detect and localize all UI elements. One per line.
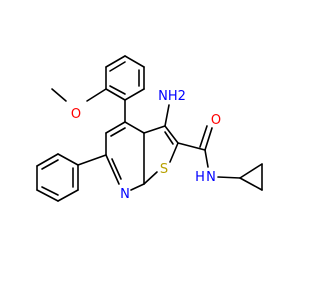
amide-nitrogen-label: N bbox=[206, 170, 216, 185]
bond bbox=[77, 154, 107, 166]
bond bbox=[105, 55, 126, 68]
molecule-structure-diagram: O NH2 O N H N S bbox=[36, 55, 263, 202]
bonds bbox=[36, 55, 263, 202]
bond bbox=[169, 142, 179, 163]
bond bbox=[124, 55, 145, 68]
bond bbox=[124, 121, 145, 134]
bond bbox=[110, 127, 126, 137]
bond bbox=[105, 88, 126, 101]
bond bbox=[105, 121, 126, 134]
bond bbox=[41, 159, 59, 170]
bond bbox=[105, 154, 120, 185]
amino-group-label: NH2 bbox=[158, 89, 186, 104]
bond bbox=[217, 176, 241, 179]
molecule-structure-canvas: O NH2 O N H N S bbox=[36, 55, 263, 202]
methoxy-oxygen-label: O bbox=[71, 107, 81, 122]
bond bbox=[204, 127, 213, 151]
bond bbox=[51, 88, 67, 102]
bond bbox=[57, 189, 79, 202]
bond bbox=[164, 131, 174, 145]
bond bbox=[143, 125, 166, 134]
bond bbox=[57, 153, 79, 166]
bond bbox=[199, 125, 208, 148]
bond bbox=[164, 125, 179, 144]
bond bbox=[111, 158, 122, 180]
bond bbox=[109, 61, 126, 72]
bond bbox=[239, 163, 263, 179]
bond bbox=[239, 177, 263, 191]
bond bbox=[177, 142, 206, 151]
thiophene-sulfur-label: S bbox=[160, 162, 168, 177]
bond bbox=[164, 104, 170, 127]
bond bbox=[36, 153, 59, 167]
pyridine-nitrogen-label: N bbox=[120, 187, 130, 202]
bond bbox=[109, 85, 126, 95]
bond bbox=[143, 171, 158, 185]
bond bbox=[36, 189, 59, 202]
bond bbox=[41, 186, 59, 196]
amide-hydrogen-label: H bbox=[195, 170, 205, 185]
atom-labels: O NH2 O N H N S bbox=[71, 89, 221, 202]
bond bbox=[130, 183, 145, 191]
carbonyl-oxygen-label: O bbox=[211, 113, 221, 128]
bond bbox=[86, 88, 107, 102]
bond bbox=[124, 88, 145, 101]
bond bbox=[204, 149, 209, 168]
